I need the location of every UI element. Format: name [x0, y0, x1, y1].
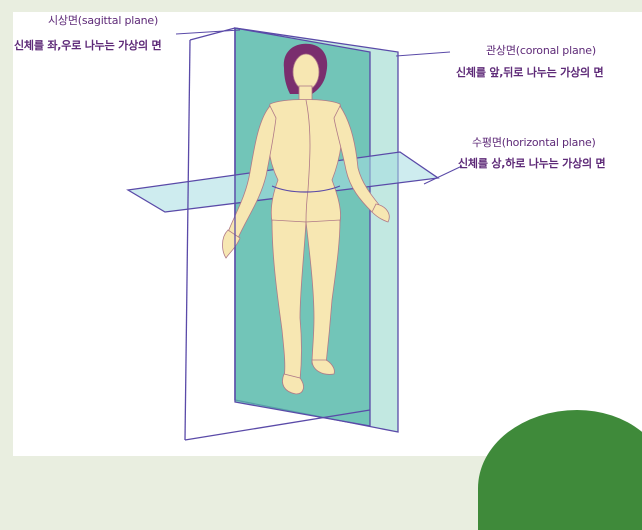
coronal-title: 관상면(coronal plane) [486, 42, 596, 58]
sagittal-leader-line [176, 30, 240, 34]
sagittal-plane-bottom-edge [185, 410, 370, 440]
torso [267, 100, 342, 223]
sagittal-plane-top-edge [190, 28, 235, 40]
coronal-description: 신체를 앞,뒤로 나누는 가상의 면 [456, 64, 603, 80]
sagittal-plane-front-edge [185, 40, 190, 440]
sagittal-description: 신체를 좌,우로 나누는 가상의 면 [14, 37, 161, 53]
horizontal-title: 수평면(horizontal plane) [472, 134, 596, 150]
head [293, 54, 319, 90]
sagittal-title: 시상면(sagittal plane) [48, 12, 158, 28]
horizontal-description: 신체를 상,하로 나누는 가상의 면 [458, 155, 605, 171]
coronal-leader-line [396, 52, 450, 56]
